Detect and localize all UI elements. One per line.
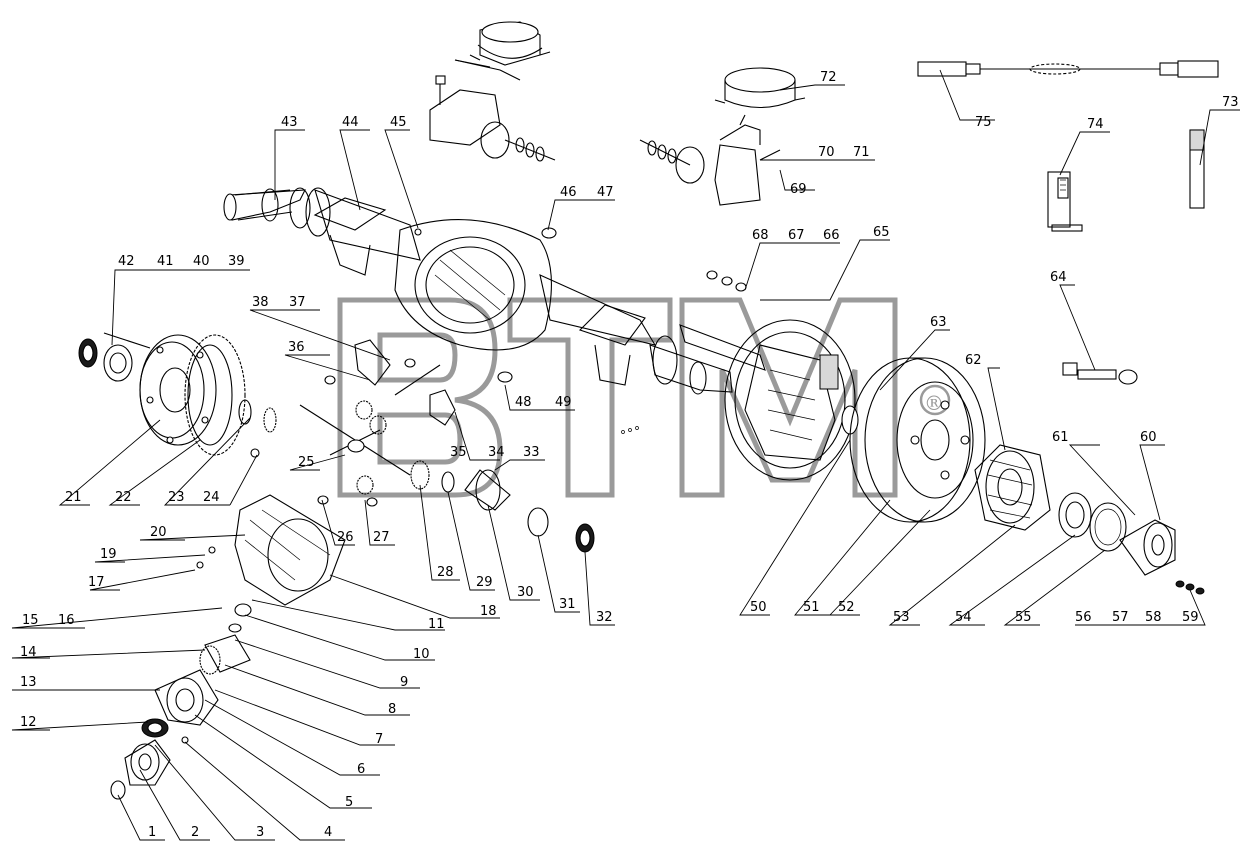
callout-27: 27 <box>373 530 390 545</box>
registered-symbol: ® <box>924 391 944 415</box>
callout-71: 71 <box>853 145 870 160</box>
callout-23: 23 <box>168 490 185 505</box>
callout-24: 24 <box>203 490 220 505</box>
callout-45: 45 <box>390 115 407 130</box>
callout-74: 74 <box>1087 117 1104 132</box>
callout-labels: 1 2 3 4 5 6 7 8 9 10 11 12 13 14 15 16 1… <box>20 70 1239 840</box>
callout-70: 70 <box>818 145 835 160</box>
callout-35: 35 <box>450 445 467 460</box>
callout-33: 33 <box>523 445 540 460</box>
callout-73: 73 <box>1222 95 1239 110</box>
callout-43: 43 <box>281 115 298 130</box>
callout-19: 19 <box>100 547 117 562</box>
callout-72: 72 <box>820 70 837 85</box>
callout-62: 62 <box>965 353 982 368</box>
callout-44: 44 <box>342 115 359 130</box>
callout-10: 10 <box>413 647 430 662</box>
callout-38: 38 <box>252 295 269 310</box>
callout-63: 63 <box>930 315 947 330</box>
callout-4: 4 <box>324 825 332 840</box>
callout-20: 20 <box>150 525 167 540</box>
callout-60: 60 <box>1140 430 1157 445</box>
sensor-cable-75 <box>917 60 1219 78</box>
callout-41: 41 <box>157 254 174 269</box>
callout-65: 65 <box>873 225 890 240</box>
callout-75: 75 <box>975 115 992 130</box>
callout-22: 22 <box>115 490 132 505</box>
callout-9: 9 <box>400 675 408 690</box>
sensor-74 <box>1047 171 1083 232</box>
callout-26: 26 <box>337 530 354 545</box>
ring-73 <box>1189 129 1205 209</box>
callout-31: 31 <box>559 597 576 612</box>
callout-52: 52 <box>838 600 855 615</box>
callout-50: 50 <box>750 600 767 615</box>
callout-66: 66 <box>823 228 840 243</box>
callout-67: 67 <box>788 228 805 243</box>
callout-34: 34 <box>488 445 505 460</box>
callout-53: 53 <box>893 610 910 625</box>
callout-39: 39 <box>228 254 245 269</box>
callout-36: 36 <box>288 340 305 355</box>
callout-57: 57 <box>1112 610 1129 625</box>
callout-59: 59 <box>1182 610 1199 625</box>
callout-49: 49 <box>555 395 572 410</box>
callout-16: 16 <box>58 613 75 628</box>
callout-7: 7 <box>375 732 383 747</box>
callout-58: 58 <box>1145 610 1162 625</box>
axle-housing <box>223 187 733 395</box>
callout-12: 12 <box>20 715 37 730</box>
brake-assembly <box>679 270 1205 595</box>
callout-37: 37 <box>289 295 306 310</box>
callout-8: 8 <box>388 702 396 717</box>
differential-assembly <box>78 332 595 800</box>
callout-40: 40 <box>193 254 210 269</box>
callout-68: 68 <box>752 228 769 243</box>
callout-15: 15 <box>22 613 39 628</box>
callout-5: 5 <box>345 795 353 810</box>
callout-2: 2 <box>191 825 199 840</box>
btm-watermark: ® <box>337 297 951 498</box>
callout-21: 21 <box>65 490 82 505</box>
callout-64: 64 <box>1050 270 1067 285</box>
callout-25: 25 <box>298 455 315 470</box>
callout-32: 32 <box>596 610 613 625</box>
callout-6: 6 <box>357 762 365 777</box>
callout-55: 55 <box>1015 610 1032 625</box>
callout-17: 17 <box>88 575 105 590</box>
callout-1: 1 <box>148 825 156 840</box>
callout-46: 46 <box>560 185 577 200</box>
callout-29: 29 <box>476 575 493 590</box>
callout-11: 11 <box>428 617 445 632</box>
callout-56: 56 <box>1075 610 1092 625</box>
callout-18: 18 <box>480 604 497 619</box>
callout-42: 42 <box>118 254 135 269</box>
callout-48: 48 <box>515 395 532 410</box>
callout-14: 14 <box>20 645 37 660</box>
callout-28: 28 <box>437 565 454 580</box>
brake-chamber-left <box>429 21 556 162</box>
callout-30: 30 <box>517 585 534 600</box>
leader-lines <box>11 69 1240 841</box>
brake-chamber-right <box>639 67 806 206</box>
callout-51: 51 <box>803 600 820 615</box>
callout-69: 69 <box>790 182 807 197</box>
callout-54: 54 <box>955 610 972 625</box>
callout-61: 61 <box>1052 430 1069 445</box>
callout-3: 3 <box>256 825 264 840</box>
callout-47: 47 <box>597 185 614 200</box>
callout-13: 13 <box>20 675 37 690</box>
